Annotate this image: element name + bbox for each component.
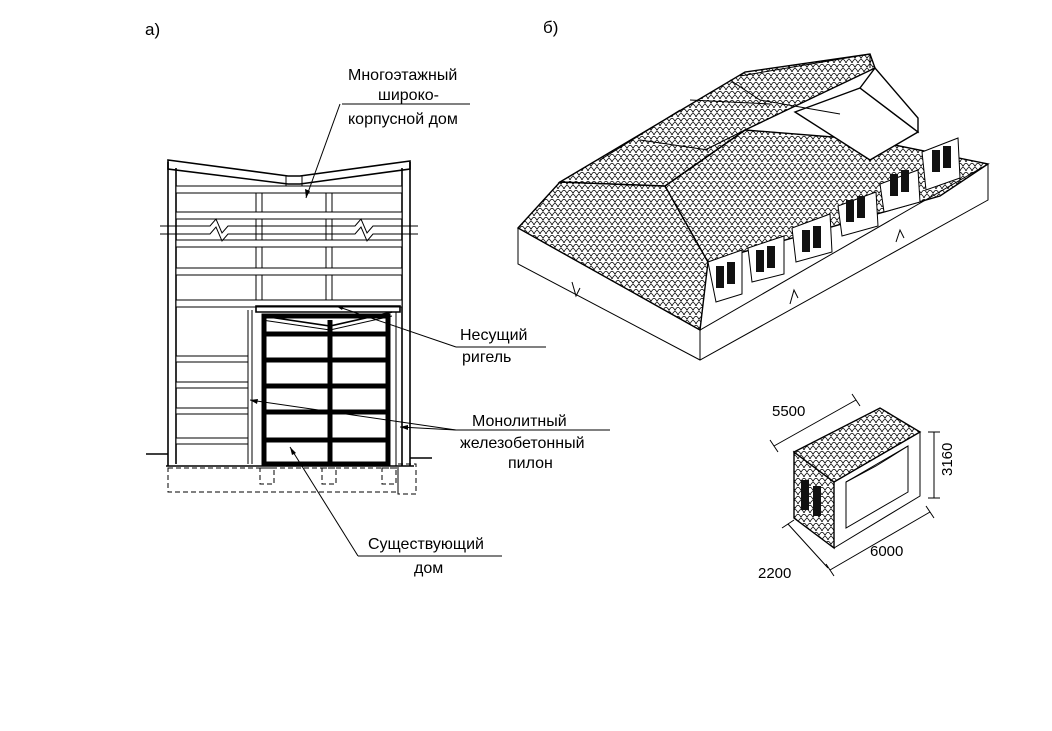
svg-text:ригель: ригель [462,349,511,366]
dormer-window [879,169,921,213]
dormer-row [707,137,961,303]
svg-text:корпусной дом: корпусной дом [348,111,458,128]
module-detail: 5500 3160 6000 2200 [758,393,956,582]
panel-b-label: б) [543,18,558,37]
svg-text:железобетонный: железобетонный [460,435,585,452]
dormer-window [791,213,833,263]
dormer-window [921,137,961,191]
dim-length: 6000 [870,543,903,560]
panel-a-label: а) [145,20,160,39]
svg-text:Многоэтажный: Многоэтажный [348,67,457,84]
dormer-window [707,249,743,303]
svg-text:пилон: пилон [508,455,553,472]
building-roof [167,159,411,187]
svg-text:Существующий: Существующий [368,536,484,553]
dim-height: 3160 [939,443,956,476]
building-label: Многоэтажный широко- корпусной дом [305,67,470,199]
panel-a: а) [145,20,610,577]
beam-label: Несущий ригель [335,305,546,366]
svg-text:Несущий: Несущий [460,327,528,344]
svg-text:широко-: широко- [378,87,439,104]
svg-text:Монолитный: Монолитный [472,413,567,430]
base-band [517,163,989,361]
building-frame [160,162,418,466]
svg-text:дом: дом [414,560,443,577]
dim-depth: 2200 [758,565,791,582]
ground-and-foundation [146,453,432,495]
lower-left-floors [175,310,253,464]
dormer-window [747,235,785,283]
dormer-window [837,191,879,237]
existing-house [261,313,391,467]
existing-label: Существующий дом [289,446,502,577]
dim-width: 5500 [772,403,805,420]
panel-b: б) [516,18,990,582]
pylon-label: Монолитный железобетонный пилон [249,399,610,472]
mansard-roof [516,53,990,332]
